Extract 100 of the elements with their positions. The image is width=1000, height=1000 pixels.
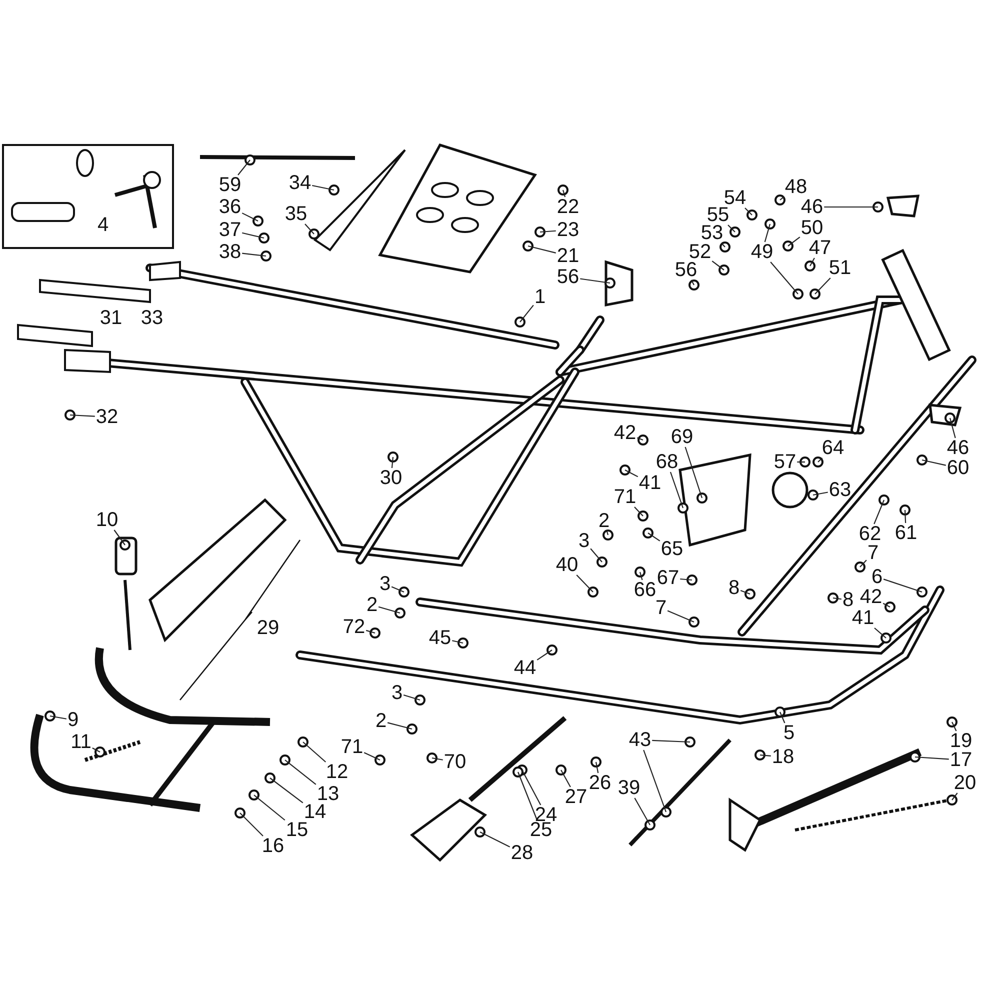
callout-number: 15 — [284, 820, 310, 840]
leader-line — [667, 610, 694, 622]
callout-number: 71 — [612, 487, 638, 507]
callout-number: 9 — [66, 710, 80, 730]
callout-number: 37 — [218, 220, 242, 240]
leader-line — [764, 224, 771, 242]
leader-line — [740, 590, 750, 595]
leader-line — [952, 792, 958, 800]
leader-line — [770, 262, 798, 294]
callout-number: 23 — [556, 220, 580, 240]
leader-line — [636, 437, 644, 441]
leader-line — [391, 586, 404, 592]
leader-line — [652, 740, 690, 743]
leader-line — [818, 458, 823, 462]
callout-number: 8 — [841, 590, 855, 610]
callout-number: 3 — [577, 531, 591, 551]
leader-line — [744, 208, 752, 216]
callout-number: 25 — [528, 820, 554, 840]
callout-number: 55 — [706, 205, 730, 225]
leader-line — [670, 472, 684, 508]
callout-number: 6 — [870, 567, 884, 587]
leader-line — [860, 560, 867, 568]
callout-number: 70 — [442, 752, 468, 772]
callout-number: 13 — [316, 784, 340, 804]
leader-line — [606, 530, 609, 536]
leader-line — [648, 532, 660, 542]
callout-number: 57 — [772, 452, 798, 472]
leader-line — [874, 628, 886, 638]
callout-number: 30 — [378, 468, 404, 488]
callout-number: 56 — [556, 267, 580, 287]
leader-line — [403, 694, 420, 701]
callout-number: 38 — [218, 242, 242, 262]
callout-number: 31 — [98, 308, 124, 328]
leader-line — [560, 770, 571, 788]
callout-number: 7 — [654, 598, 668, 618]
callout-number: 65 — [660, 539, 684, 559]
leader-line — [814, 278, 831, 294]
leader-line — [391, 456, 394, 468]
leader-line — [680, 578, 692, 581]
callout-number: 39 — [616, 778, 642, 798]
callout-number: 5 — [782, 723, 796, 743]
callout-number: 46 — [800, 197, 824, 217]
callout-number: 41 — [638, 473, 662, 493]
callout-number: 49 — [750, 242, 774, 262]
leader-line — [595, 762, 599, 774]
callout-number: 41 — [850, 608, 876, 628]
callout-number: 62 — [858, 524, 882, 544]
leader-line — [520, 304, 534, 322]
callout-number: 43 — [628, 730, 652, 750]
callout-number: 56 — [674, 260, 698, 280]
callout-number: 20 — [952, 773, 978, 793]
callout-number: 69 — [670, 427, 694, 447]
callout-number: 67 — [656, 568, 680, 588]
leader-line — [528, 245, 556, 254]
leader-line — [92, 748, 100, 752]
callout-number: 14 — [302, 802, 328, 822]
leader-line — [517, 772, 538, 820]
callout-number: 17 — [948, 750, 974, 770]
leader-line — [949, 418, 956, 438]
leader-line — [70, 414, 95, 417]
leader-line — [904, 510, 906, 524]
leader-line — [576, 574, 594, 592]
callout-number: 27 — [564, 787, 588, 807]
callout-number: 2 — [365, 595, 379, 615]
leader-line — [882, 602, 890, 608]
leader-line — [562, 190, 566, 198]
leader-line — [114, 530, 126, 546]
callout-number: 1 — [533, 287, 547, 307]
leader-line — [522, 770, 542, 806]
callout-number: 50 — [800, 218, 824, 238]
callout-number: 47 — [808, 238, 832, 258]
callout-number: 63 — [828, 480, 852, 500]
callout-number: 2 — [374, 711, 388, 731]
leader-line — [624, 470, 638, 478]
leader-line — [812, 492, 828, 496]
leader-line — [883, 578, 922, 593]
leader-line — [874, 500, 884, 524]
callout-number: 28 — [510, 843, 534, 863]
callout-number: 7 — [866, 543, 880, 563]
leader-line — [643, 750, 667, 812]
callout-number: 19 — [948, 731, 974, 751]
callout-number: 26 — [588, 773, 612, 793]
callout-number: 10 — [94, 510, 120, 530]
callout-number: 22 — [556, 197, 580, 217]
callout-number: 4 — [96, 215, 110, 235]
leader-line — [366, 630, 376, 634]
callout-number: 32 — [94, 407, 120, 427]
leader-line — [797, 461, 805, 463]
leader-line — [242, 212, 258, 222]
callout-number: 42 — [612, 423, 638, 443]
callout-number: 34 — [288, 173, 312, 193]
callout-number: 44 — [512, 658, 538, 678]
callout-number: 36 — [218, 197, 242, 217]
callout-number: 35 — [284, 204, 308, 224]
callout-number: 52 — [688, 242, 712, 262]
callout-number: 40 — [554, 555, 580, 575]
leader-line — [242, 232, 264, 239]
leader-line — [728, 224, 736, 232]
leader-line — [690, 280, 694, 286]
leader-line — [304, 224, 314, 234]
